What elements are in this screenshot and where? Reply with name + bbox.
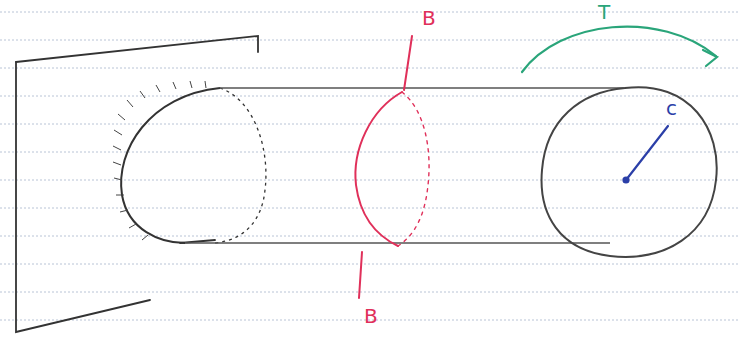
- torque-arrow: [522, 27, 717, 72]
- section-label: B: [422, 8, 436, 28]
- section-label: B: [364, 306, 378, 326]
- notebook-lines: [0, 12, 739, 320]
- wall-hatching: [113, 81, 206, 240]
- wall: [16, 36, 258, 332]
- radius-label: c: [666, 98, 677, 118]
- torque-label: T: [598, 2, 610, 22]
- cylinder-outline: [185, 88, 625, 243]
- radius-line: [624, 126, 669, 183]
- cross-section: [355, 36, 429, 298]
- fixed-end-ellipse: [121, 88, 266, 243]
- free-end-section: [542, 87, 717, 257]
